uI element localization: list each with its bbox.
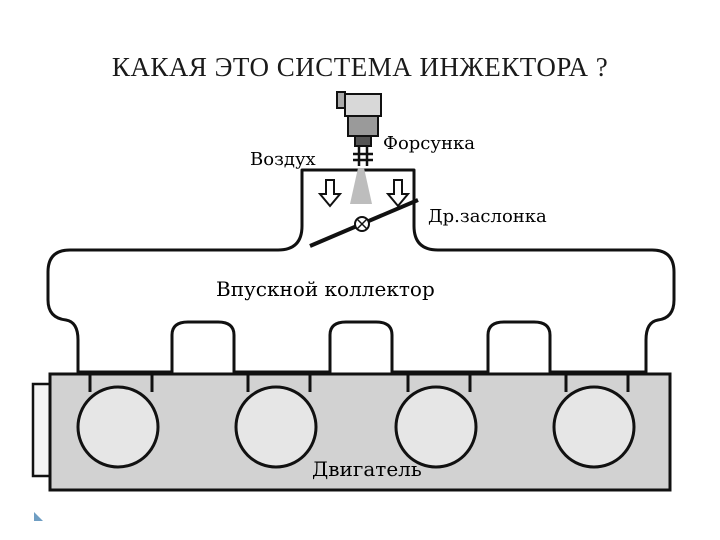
air-flow-arrows	[317, 179, 411, 208]
injector-nozzle	[353, 146, 373, 166]
air-arrow-left	[317, 179, 343, 208]
fuel-spray	[350, 168, 372, 204]
throttle-valve	[309, 198, 419, 248]
injector-head	[344, 93, 382, 117]
air-arrow-right	[385, 179, 411, 208]
label-manifold: Впускной коллектор	[216, 277, 435, 301]
label-air: Воздух	[250, 149, 316, 170]
cylinders	[76, 385, 636, 469]
injector-connector	[336, 91, 346, 109]
injector-body	[347, 115, 379, 137]
cylinder-4	[552, 385, 636, 469]
slide-corner-marker	[34, 512, 43, 521]
cylinder-2	[234, 385, 318, 469]
label-injector: Форсунка	[383, 133, 475, 154]
injector-collar	[354, 135, 372, 147]
intake-ports	[88, 374, 630, 392]
injector	[336, 91, 382, 166]
cylinder-3	[394, 385, 478, 469]
label-throttle: Др.заслонка	[428, 206, 547, 227]
intake-manifold	[46, 168, 676, 374]
slide-title: КАКАЯ ЭТО СИСТЕМА ИНЖЕКТОРА ?	[111, 52, 609, 82]
label-engine: Двигатель	[312, 457, 422, 481]
cylinder-1	[76, 385, 160, 469]
